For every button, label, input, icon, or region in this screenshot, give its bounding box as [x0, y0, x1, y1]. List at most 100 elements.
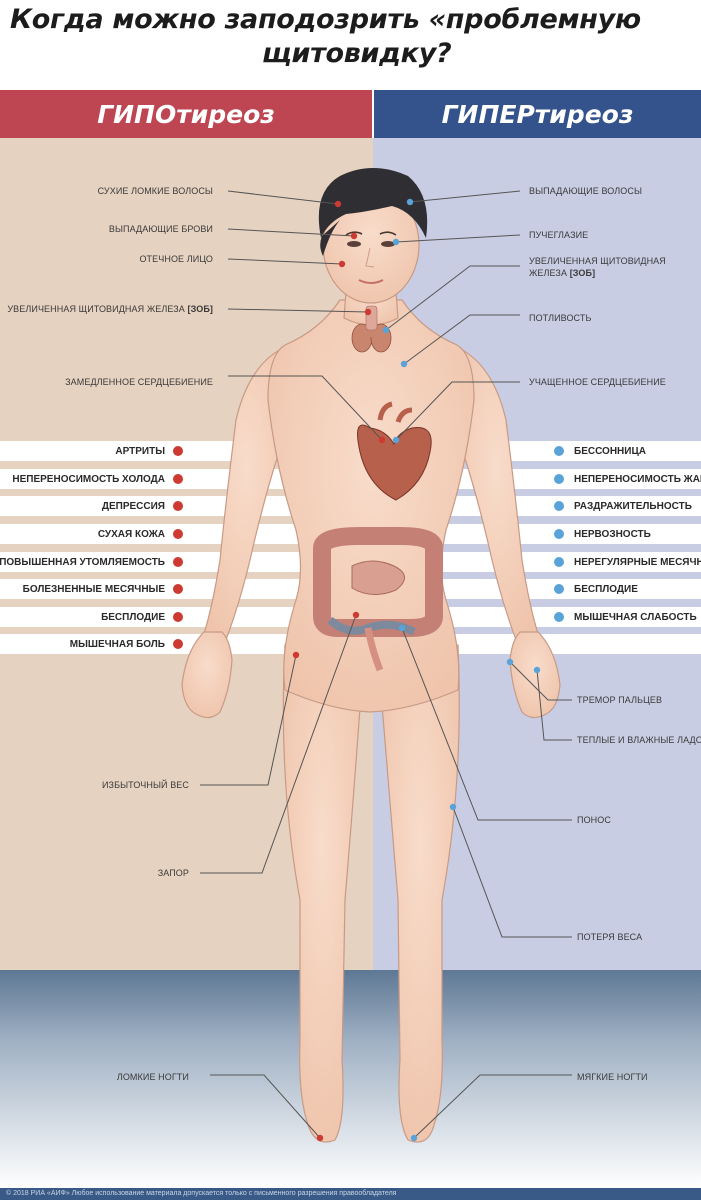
hypo-marker-dot — [350, 232, 358, 240]
hyper-marker-dot — [533, 666, 541, 674]
hypothyroidism-header: ГИПОтиреоз — [0, 90, 372, 138]
hyper-callout-diarrhea: ПОНОС — [577, 815, 611, 825]
blue-dot-icon — [554, 584, 564, 594]
red-dot-icon — [173, 474, 183, 484]
hyper-symptom-label: НЕРЕГУЛЯРНЫЕ МЕСЯЧНЫЕ — [574, 556, 701, 568]
hypo-callout-puffy-face: ОТЕЧНОЕ ЛИЦО — [139, 254, 213, 264]
blue-dot-icon — [554, 612, 564, 622]
hypo-symptom-item: БЕСПЛОДИЕ — [101, 607, 183, 627]
page-title-line-2: щитовидку? — [262, 38, 452, 69]
hypo-symptom-label: БЕСПЛОДИЕ — [101, 611, 165, 623]
leader-lines — [200, 190, 572, 1139]
red-dot-icon — [173, 612, 183, 622]
human-figure — [181, 186, 561, 1143]
hypo-symptom-item: ДЕПРЕССИЯ — [102, 496, 183, 516]
hypo-callout-excess-weight: ИЗБЫТОЧНЫЙ ВЕС — [101, 780, 189, 790]
hypo-symptom-label: АРТРИТЫ — [115, 445, 165, 457]
right-arm — [451, 344, 541, 651]
hypo-callout-constipation: ЗАПОР — [157, 868, 189, 878]
hypo-symptom-item: БОЛЕЗНЕННЫЕ МЕСЯЧНЫЕ — [23, 579, 183, 599]
hyper-callout-sweating: ПОТЛИВОСТЬ — [529, 313, 592, 323]
marker-dots — [292, 198, 541, 1142]
left-arm — [201, 344, 291, 651]
blue-dot-icon — [554, 474, 564, 484]
hyper-marker-dot — [410, 1134, 418, 1142]
hypo-callout-dry-hair: СУХИЕ ЛОМКИЕ ВОЛОСЫ — [97, 186, 213, 196]
hyper-symptom-item: БЕСПЛОДИЕ — [554, 579, 638, 599]
hyper-marker-dot — [392, 238, 400, 246]
hyper-symptom-label: НЕРВОЗНОСТЬ — [574, 528, 651, 540]
hyper-callout-goiter-tag: [ЗОБ] — [569, 268, 596, 278]
red-dot-icon — [173, 584, 183, 594]
hyperthyroidism-header: ГИПЕРтиреоз — [374, 90, 701, 138]
hypo-callout-goiter-tag: [ЗОБ] — [187, 304, 213, 314]
blue-dot-icon — [554, 446, 564, 456]
hypo-callout-slow-heartbeat: ЗАМЕДЛЕННОЕ СЕРДЦЕБИЕНИЕ — [65, 377, 213, 387]
hyper-marker-dot — [506, 658, 514, 666]
hypo-marker-dot — [364, 308, 372, 316]
hypo-symptom-item: СУХАЯ КОЖА — [98, 524, 183, 544]
right-leg — [379, 644, 460, 1143]
hyper-symptom-label: БЕССОННИЦА — [574, 445, 646, 457]
left-hand — [181, 631, 233, 719]
heart — [357, 401, 432, 501]
hyper-callout-warm-palms: ТЕПЛЫЕ И ВЛАЖНЫЕ ЛАДОНИ — [577, 735, 701, 745]
blue-dot-icon — [554, 501, 564, 511]
hypo-symptom-item: АРТРИТЫ — [115, 441, 183, 461]
hypo-marker-dot — [338, 260, 346, 268]
hypo-symptom-label: ПОВЫШЕННАЯ УТОМЛЯЕМОСТЬ — [0, 556, 165, 568]
hyper-callout-finger-tremor: ТРЕМОР ПАЛЬЦЕВ — [577, 695, 663, 705]
hypo-marker-dot — [316, 1134, 324, 1142]
hypo-symptom-label: БОЛЕЗНЕННЫЕ МЕСЯЧНЫЕ — [22, 583, 165, 595]
hyper-callout-bulging-eyes: ПУЧЕГЛАЗИЕ — [529, 230, 589, 240]
hyper-callout-enlarged-thyroid-line2: ЖЕЛЕЗА — [529, 268, 568, 278]
hyper-callout-enlarged-thyroid-line1: УВЕЛИЧЕННАЯ ЩИТОВИДНАЯ — [529, 256, 666, 266]
hypo-symptom-label: СУХАЯ КОЖА — [97, 528, 165, 540]
red-dot-icon — [173, 557, 183, 567]
red-dot-icon — [173, 529, 183, 539]
hyper-symptom-label: МЫШЕЧНАЯ СЛАБОСТЬ — [574, 611, 697, 623]
hyper-marker-dot — [392, 436, 400, 444]
hypo-callout-enlarged-thyroid: УВЕЛИЧЕННАЯ ЩИТОВИДНАЯ ЖЕЛЕЗА [ЗОБ] — [7, 303, 213, 315]
hyper-marker-dot — [382, 326, 390, 334]
hypo-callout-eyebrows: ВЫПАДАЮЩИЕ БРОВИ — [108, 224, 213, 234]
hyper-callout-enlarged-thyroid-line2-wrap: ЖЕЛЕЗА [ЗОБ] — [529, 267, 666, 279]
hyper-symptom-item: НЕРВОЗНОСТЬ — [554, 524, 651, 544]
red-dot-icon — [173, 639, 183, 649]
hypo-callout-enlarged-thyroid-text: УВЕЛИЧЕННАЯ ЩИТОВИДНАЯ ЖЕЛЕЗА — [7, 304, 185, 314]
hypo-callout-brittle-nails: ЛОМКИЕ НОГТИ — [116, 1072, 189, 1082]
hyper-symptom-item: МЫШЕЧНАЯ СЛАБОСТЬ — [554, 607, 697, 627]
red-dot-icon — [173, 501, 183, 511]
hypo-marker-dot — [352, 611, 360, 619]
hyper-symptom-item: НЕПЕРЕНОСИМОСТЬ ЖАРЫ — [554, 469, 701, 489]
hyper-marker-dot — [449, 803, 457, 811]
hyper-symptom-label: БЕСПЛОДИЕ — [574, 583, 638, 595]
hypo-symptom-label: ДЕПРЕССИЯ — [101, 500, 165, 512]
hyper-callout-soft-nails: МЯГКИЕ НОГТИ — [577, 1072, 648, 1082]
hyper-callout-weight-loss: ПОТЕРЯ ВЕСА — [577, 932, 643, 942]
hypo-marker-dot — [292, 651, 300, 659]
hyper-symptom-item: НЕРЕГУЛЯРНЫЕ МЕСЯЧНЫЕ — [554, 552, 701, 572]
face — [345, 231, 397, 284]
right-hand — [509, 631, 561, 719]
title-block: Когда можно заподозрить «проблемную щито… — [0, 0, 701, 88]
hyper-callout-enlarged-thyroid: УВЕЛИЧЕННАЯ ЩИТОВИДНАЯ ЖЕЛЕЗА [ЗОБ] — [529, 255, 666, 279]
left-leg — [282, 644, 363, 1143]
floor-gradient-band — [0, 970, 701, 1188]
hyper-marker-dot — [400, 360, 408, 368]
blue-dot-icon — [554, 529, 564, 539]
hyper-marker-dot — [398, 624, 406, 632]
hyper-callout-rapid-heartbeat: УЧАЩЕННОЕ СЕРДЦЕБИЕНИЕ — [529, 377, 666, 387]
blue-dot-icon — [554, 557, 564, 567]
thyroid-gland — [351, 305, 392, 353]
hypo-symptom-item: ПОВЫШЕННАЯ УТОМЛЯЕМОСТЬ — [0, 552, 183, 572]
hair — [318, 168, 428, 256]
hypo-symptom-item: МЫШЕЧНАЯ БОЛЬ — [70, 634, 183, 654]
hypo-symptom-label: МЫШЕЧНАЯ БОЛЬ — [69, 638, 165, 650]
page-title-line-1: Когда можно заподозрить «проблемную — [10, 4, 641, 35]
red-dot-icon — [173, 446, 183, 456]
hypo-marker-dot — [378, 436, 386, 444]
hyper-symptom-label: НЕПЕРЕНОСИМОСТЬ ЖАРЫ — [574, 473, 701, 485]
